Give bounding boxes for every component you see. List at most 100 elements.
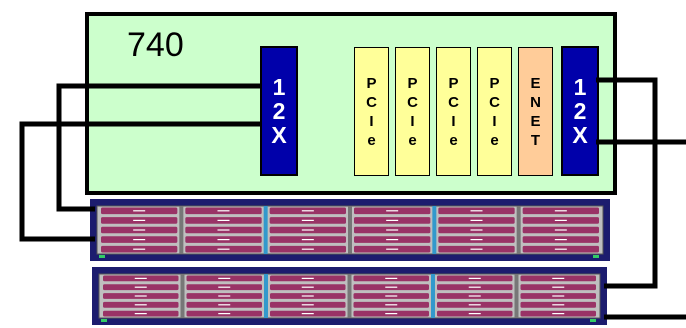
drive-handle xyxy=(385,286,398,288)
drive-handle xyxy=(217,219,230,221)
drive-handle xyxy=(301,210,314,212)
drive-handle xyxy=(301,248,314,250)
port-12x-right: 1 2 X xyxy=(561,46,599,176)
slot-letter: e xyxy=(408,131,417,149)
drive-handle xyxy=(134,277,147,279)
drive-handle xyxy=(468,277,481,279)
drive-handle xyxy=(468,295,481,297)
drive-handle xyxy=(133,229,146,231)
drive-handle xyxy=(554,248,567,250)
slot-letter: e xyxy=(449,131,458,149)
port-left-char: X xyxy=(271,122,287,148)
port-right-char: X xyxy=(572,122,588,148)
drive-handle xyxy=(470,210,483,212)
io-drawer xyxy=(90,199,610,261)
drive-handle xyxy=(552,304,565,306)
port-left-char: 2 xyxy=(272,98,286,124)
server-model-label: 740 xyxy=(127,26,184,64)
bay-divider xyxy=(180,274,185,318)
slot-letter: I xyxy=(492,112,497,130)
bay-divider xyxy=(347,274,352,318)
drawer-led xyxy=(99,255,105,258)
drive-handle xyxy=(470,248,483,250)
drive-handle xyxy=(217,229,230,231)
bay-divider xyxy=(516,206,521,254)
bay-divider xyxy=(431,274,435,318)
pcie-slot-2: P C I e xyxy=(395,47,430,176)
drawer-led xyxy=(590,319,596,322)
drive-handle xyxy=(301,304,314,306)
slot-letter: C xyxy=(448,93,459,111)
drive-handle xyxy=(134,304,147,306)
drive-handle xyxy=(301,229,314,231)
slot-letter: P xyxy=(366,74,377,92)
drive-handle xyxy=(217,210,230,212)
drive-handle xyxy=(552,277,565,279)
drive-handle xyxy=(470,239,483,241)
drive-handle xyxy=(554,219,567,221)
drive-handle xyxy=(301,286,314,288)
drive-handle xyxy=(386,210,399,212)
drive-handle xyxy=(134,295,147,297)
port-right-char: 2 xyxy=(573,98,587,124)
drive-handle xyxy=(385,304,398,306)
bay-divider xyxy=(514,274,519,318)
slot-letter: e xyxy=(490,131,499,149)
slot-letter: C xyxy=(366,93,377,111)
slot-letter: P xyxy=(489,74,500,92)
drive-handle xyxy=(554,210,567,212)
slot-letter: T xyxy=(530,131,541,149)
drive-handle xyxy=(554,239,567,241)
slot-letter: E xyxy=(530,74,541,92)
drive-handle xyxy=(218,313,231,315)
drive-handle xyxy=(468,286,481,288)
drive-handle xyxy=(134,313,147,315)
slot-letter: P xyxy=(407,74,418,92)
drive-handle xyxy=(133,248,146,250)
drawer-led xyxy=(593,255,599,258)
drive-handle xyxy=(218,304,231,306)
drive-handle xyxy=(554,229,567,231)
drive-handle xyxy=(386,248,399,250)
drive-handle xyxy=(552,313,565,315)
slot-letter: N xyxy=(530,93,541,111)
drive-handle xyxy=(134,286,147,288)
pcie-slot-1: P C I e xyxy=(354,47,389,176)
drive-handle xyxy=(385,295,398,297)
drive-handle xyxy=(386,239,399,241)
drive-handle xyxy=(552,286,565,288)
drive-handle xyxy=(385,313,398,315)
slot-letter: E xyxy=(530,112,541,130)
drive-handle xyxy=(386,219,399,221)
bay-divider xyxy=(264,274,268,318)
drive-handle xyxy=(133,239,146,241)
port-12x-left: 1 2 X xyxy=(260,46,298,176)
slot-letter: e xyxy=(367,131,376,149)
slot-letter: C xyxy=(407,93,418,111)
drive-handle xyxy=(470,229,483,231)
drive-handle xyxy=(385,277,398,279)
bay-divider xyxy=(432,206,437,254)
drive-handle xyxy=(301,219,314,221)
drawer-led xyxy=(101,319,107,322)
drive-handle xyxy=(133,210,146,212)
slot-letter: I xyxy=(369,112,374,130)
drive-handle xyxy=(218,295,231,297)
drive-handle xyxy=(217,248,230,250)
bay-divider xyxy=(179,206,184,254)
port-left-char: 1 xyxy=(272,74,286,100)
drive-handle xyxy=(470,219,483,221)
drive-handle xyxy=(386,229,399,231)
drive-handle xyxy=(301,277,314,279)
slot-letter: P xyxy=(448,74,459,92)
drive-handle xyxy=(301,239,314,241)
pcie-slot-4: P C I e xyxy=(477,47,512,176)
drive-handle xyxy=(218,277,231,279)
pcie-slot-3: P C I e xyxy=(436,47,471,176)
enet-slot: E N E T xyxy=(518,47,553,176)
slot-letter: I xyxy=(451,112,456,130)
bay-divider xyxy=(263,206,268,254)
slot-letter: C xyxy=(489,93,500,111)
